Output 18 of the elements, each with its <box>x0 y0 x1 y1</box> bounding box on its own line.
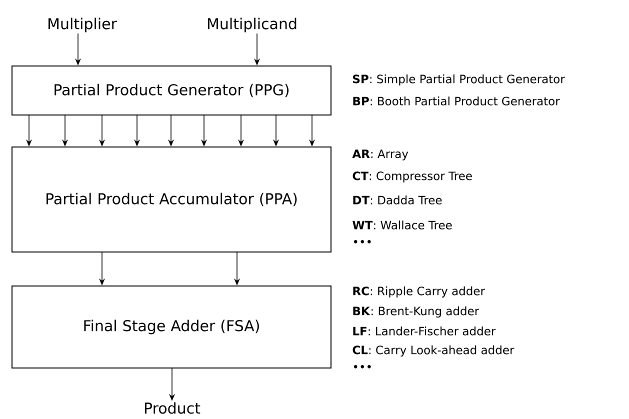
signal-label: Multiplier <box>48 18 117 32</box>
note: RC: Ripple Carry adder <box>353 286 485 298</box>
note: ••• <box>354 365 371 368</box>
signal-label: Multiplicand <box>208 18 296 32</box>
note: CT: Compressor Tree <box>352 172 472 182</box>
note: AR: Array <box>352 150 408 160</box>
note: BP: Booth Partial Product Generator <box>353 96 560 106</box>
note: BK: Brent-Kung adder <box>353 306 480 318</box>
process-box: Partial Product Generator (PPG) <box>12 66 332 116</box>
process-box: Final Stage Adder (FSA) <box>12 286 332 368</box>
note: SP: Simple Partial Product Generator <box>353 74 565 86</box>
note: WT: Wallace Tree <box>352 220 452 230</box>
signal-label: Product <box>145 402 200 414</box>
note: LF: Lander-Fischer adder <box>353 326 496 336</box>
note: ••• <box>354 240 371 244</box>
note: DT: Dadda Tree <box>353 196 442 204</box>
process-box: Partial Product Accumulator (PPA) <box>12 146 332 252</box>
note: CL: Carry Look-ahead adder <box>352 345 514 357</box>
